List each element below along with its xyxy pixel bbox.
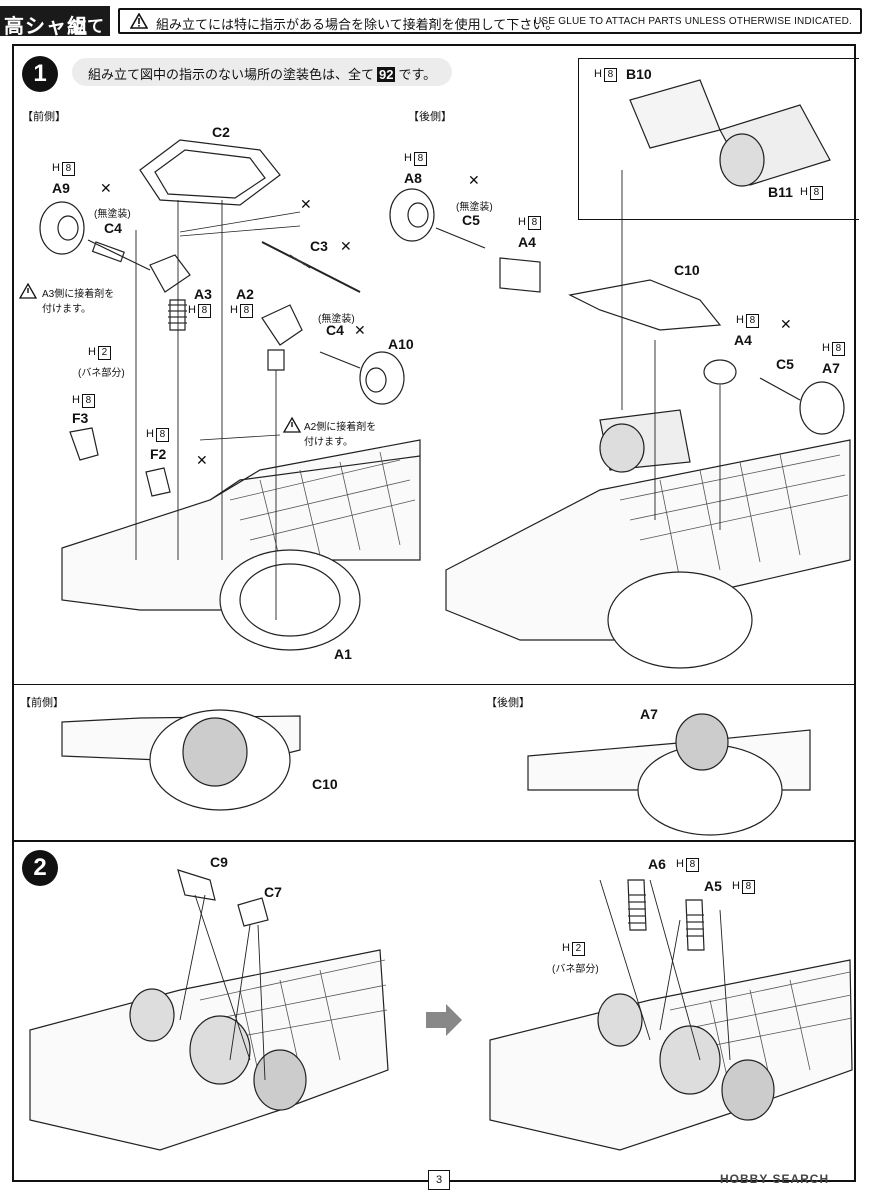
step-1-number: 1 — [22, 56, 58, 92]
glue-note-a3: A3側に接着剤を付けます。 — [42, 289, 115, 315]
engine-inset-box — [578, 58, 859, 220]
glue-warning-box: 組み立てには特に指示がある場合を除いて接着剤を使用して下さい。 USE GLUE… — [118, 8, 862, 34]
part-label-c4-front: C4 — [104, 220, 122, 236]
part-label-a10: A10 — [388, 336, 414, 352]
no-paint-label: (無塗装) — [94, 209, 131, 220]
no-paint-label: (無塗装) — [318, 314, 355, 325]
part-label-a7: A7 — [822, 360, 840, 376]
part-label-a3: A3 — [194, 286, 212, 302]
part-label-c7: C7 — [264, 884, 282, 900]
warning-icon — [130, 13, 148, 29]
part-label-c2: C2 — [212, 124, 230, 140]
part-label-a1: A1 — [334, 646, 352, 662]
section-title-suffix: 立て — [70, 17, 104, 36]
no-glue-icon: ✕ — [780, 316, 792, 332]
step-2-number: 2 — [22, 850, 58, 886]
part-label-c5-rear: C5 — [462, 212, 480, 228]
part-label-c10: C10 — [674, 262, 700, 278]
spring-part-label-step2: (バネ部分) — [552, 964, 599, 975]
page-number: 3 — [428, 1170, 450, 1190]
step-divider — [12, 840, 856, 842]
part-label-b11: B11 — [768, 184, 793, 200]
part-label-c3: C3 — [310, 238, 328, 254]
part-label-a7-bottom: A7 — [640, 706, 658, 722]
rear-side-label: 【後側】 — [408, 111, 452, 123]
section-header-tab: 高シャ組 立て — [0, 6, 110, 38]
no-glue-icon: ✕ — [300, 196, 312, 212]
warning-text-en: USE GLUE TO ATTACH PARTS UNLESS OTHERWIS… — [534, 16, 852, 27]
no-glue-icon: ✕ — [354, 322, 366, 338]
no-glue-icon: ✕ — [196, 452, 208, 468]
part-label-a2: A2 — [236, 286, 254, 302]
part-label-f3: F3 — [72, 410, 89, 426]
bottom-front-label: 【前側】 — [20, 697, 64, 709]
no-paint-label: (無塗装) — [456, 202, 493, 213]
bottom-rear-label: 【後側】 — [486, 697, 530, 709]
part-label-c10-bottom: C10 — [312, 776, 338, 792]
part-label-c9: C9 — [210, 854, 228, 870]
front-side-label: 【前側】 — [22, 111, 66, 123]
part-label-a5: A5 — [704, 878, 722, 894]
part-label-a4-rear: A4 — [518, 234, 536, 250]
part-label-a8: A8 — [404, 170, 422, 186]
part-label-c4-front-2: C4 — [326, 322, 344, 338]
part-label-a9: A9 — [52, 180, 70, 196]
paint-instruction-suffix: です。 — [398, 67, 437, 82]
glue-note-a2: A2側に接着剤を付けます。 — [304, 422, 377, 448]
part-label-a4-rear-2: A4 — [734, 332, 752, 348]
part-label-b10: B10 — [626, 66, 652, 82]
part-label-c5-rear-2: C5 — [776, 356, 794, 372]
part-label-f2: F2 — [150, 446, 167, 462]
watermark-logo: HOBBY SEARCH — [720, 1172, 830, 1186]
no-glue-icon: ✕ — [340, 238, 352, 254]
no-glue-icon: ✕ — [100, 180, 112, 196]
paint-instruction-text: 組み立て図中の指示のない場所の塗装色は、全て — [88, 67, 375, 82]
no-glue-icon: ✕ — [468, 172, 480, 188]
paint-code-badge: 92 — [377, 67, 396, 82]
part-label-a6: A6 — [648, 856, 666, 872]
warning-text-jp: 組み立てには特に指示がある場合を除いて接着剤を使用して下さい。 — [156, 17, 559, 32]
spring-part-label: (バネ部分) — [78, 368, 125, 379]
section-title: 高シャ組 — [4, 16, 88, 38]
step1-inner-divider — [12, 684, 856, 685]
